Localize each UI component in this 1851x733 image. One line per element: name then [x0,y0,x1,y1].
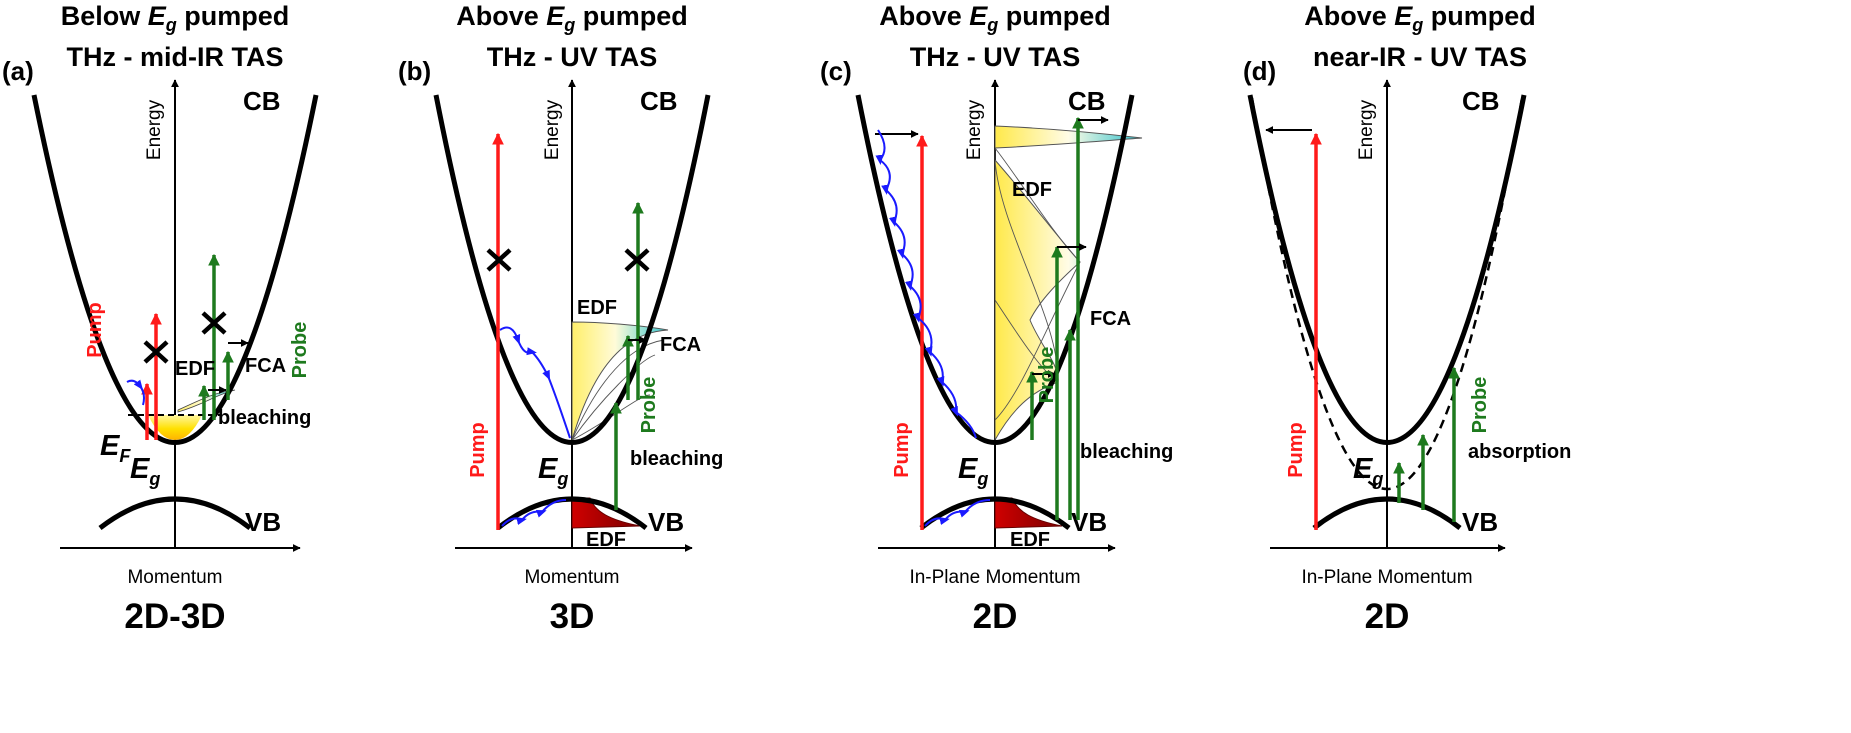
panel-a-title: Below Eg pumped [61,1,290,35]
panel-a-edf-shape [177,389,236,413]
panel-a-momentum-label: Momentum [127,567,222,588]
panel-c-pump-label: Pump [891,422,913,478]
panel-d-subtitle: near-IR - UV TAS [1313,42,1527,72]
panel-b-fca-label: FCA [660,334,701,356]
panel-a-valence-band [98,496,252,530]
panel-c-relaxation-cb [875,129,977,439]
panel-b-subtitle: THz - UV TAS [487,42,658,72]
panel-c-vb-edf-label: EDF [1010,529,1050,551]
panel-d-probe-label: Probe [1469,377,1491,434]
panel-b: Above Eg pumped THz - UV TAS (b) Energy … [398,1,723,636]
panel-a-subtitle: THz - mid-IR TAS [67,42,284,72]
panel-b-edf-label: EDF [577,297,617,319]
panel-c-probe-label: Probe [1036,347,1058,404]
panel-a-letter: (a) [2,56,34,86]
panel-a-probe-label: Probe [289,322,311,379]
panel-b-gap-symbol: Eg [538,453,568,489]
panel-d-conduction-band [1247,94,1527,445]
panel-c-dimension: 2D [973,597,1018,636]
panel-d-pump-label: Pump [1285,422,1307,478]
panel-b-title: Above Eg pumped [456,1,688,35]
panel-d-vb-label: VB [1462,507,1498,537]
panel-d-valence-band [1312,496,1462,530]
panel-b-relaxation-cb [499,326,571,439]
panel-b-cb-label: CB [640,86,678,116]
panel-a-relaxation [126,379,145,406]
panel-b-pump-label: Pump [467,422,489,478]
panel-a-bleaching-label: bleaching [218,407,311,429]
panel-c: Above Eg pumped THz - UV TAS (c) Energy … [820,1,1173,636]
panel-d-energy-label: Energy [1356,99,1377,160]
panel-b-cross-pump [486,248,512,272]
panel-a: Below Eg pumped THz - mid-IR TAS (a) Ene… [2,1,319,636]
panel-a-fermi-symbol: EF [100,430,131,466]
panel-a-dimension: 2D-3D [124,597,225,636]
panel-a-conduction-band [31,94,319,445]
panel-a-fca-label: FCA [245,355,286,377]
panel-a-fermi-sea [148,415,202,440]
panel-b-valence-band [496,496,648,530]
panel-d-absorption-label: absorption [1468,441,1571,463]
panel-d-letter: (d) [1243,56,1276,86]
panel-d-dimension: 2D [1365,597,1410,636]
panel-b-cross-probe [624,248,650,272]
panel-c-fca-label: FCA [1090,308,1131,330]
panel-c-cb-label: CB [1068,86,1106,116]
panel-b-edf-shape [571,321,669,441]
panel-c-relaxation-vb [924,499,991,527]
panel-b-conduction-band [433,94,711,445]
panel-c-edf-lines [994,147,1081,421]
panel-d-title: Above Eg pumped [1304,1,1536,35]
panel-a-vb-label: VB [245,507,281,537]
panel-b-probe-label: Probe [638,377,660,434]
panel-b-energy-label: Energy [542,99,563,160]
panel-d-momentum-label: In-Plane Momentum [1301,567,1472,588]
panel-c-gap-symbol: Eg [958,453,988,489]
panel-a-gap-symbol: Eg [130,453,160,489]
panel-d-renormalized-band [1250,97,1524,491]
panel-b-dimension: 3D [550,597,595,636]
panel-c-letter: (c) [820,56,852,86]
panel-b-momentum-label: Momentum [524,567,619,588]
panel-d-gap-symbol: Eg [1353,453,1383,489]
panel-c-momentum-label: In-Plane Momentum [909,567,1080,588]
panel-b-vb-edf-label: EDF [586,529,626,551]
panel-c-valence-band [919,496,1071,530]
panel-a-cross-probe [201,311,227,335]
panel-a-cb-label: CB [243,86,281,116]
panel-a-energy-label: Energy [144,99,165,160]
panel-b-relaxation-vb [501,499,567,527]
panel-a-pump-label: Pump [84,302,106,358]
panel-c-subtitle: THz - UV TAS [910,42,1081,72]
panel-b-letter: (b) [398,56,431,86]
panel-a-edf-label: EDF [175,358,215,380]
panel-b-vb-label: VB [648,507,684,537]
panel-d: Above Eg pumped near-IR - UV TAS (d) Ene… [1243,1,1571,636]
panel-c-energy-label: Energy [964,99,985,160]
panel-b-bleaching-label: bleaching [630,448,723,470]
panel-c-title: Above Eg pumped [879,1,1111,35]
panel-c-bleaching-label: bleaching [1080,441,1173,463]
panel-d-cb-label: CB [1462,86,1500,116]
panel-a-cross-pump [143,340,169,364]
panel-c-edf-label: EDF [1012,179,1052,201]
